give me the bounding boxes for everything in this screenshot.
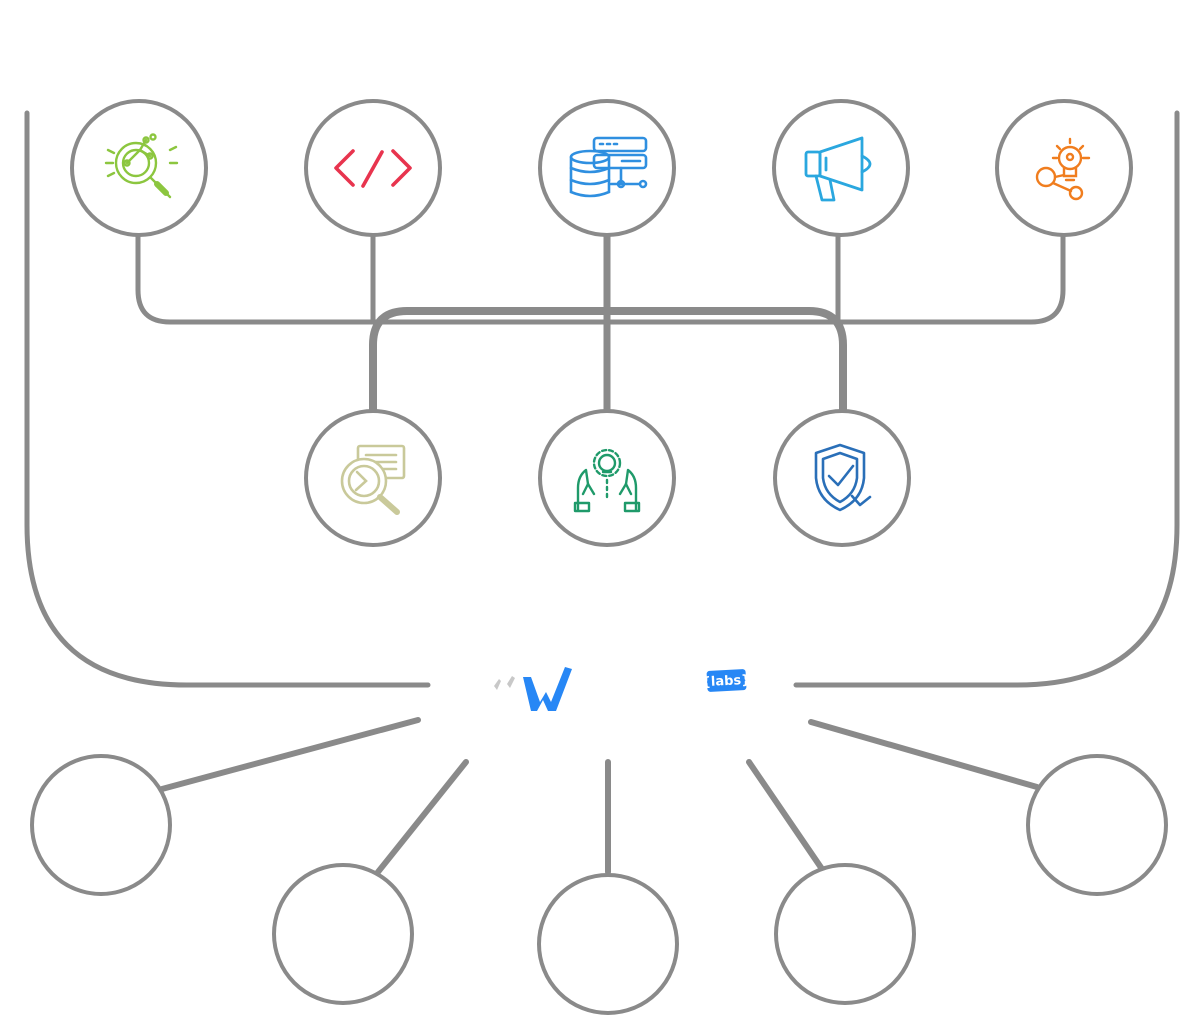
top-nodes	[70, 99, 1133, 237]
analytics-search-icon	[104, 133, 179, 199]
node-idea[interactable]	[995, 99, 1133, 237]
middle-nodes	[304, 409, 911, 547]
node-innovation[interactable]	[538, 409, 676, 547]
node-ring	[772, 99, 910, 237]
node-ring	[538, 409, 676, 547]
node-marketing[interactable]	[772, 99, 910, 237]
labs-logo-text: {labs}	[701, 673, 751, 691]
top-bus	[135, 232, 1066, 325]
w-logo-fragment-2	[507, 676, 515, 688]
node-database[interactable]	[538, 99, 676, 237]
spoke-2	[375, 759, 469, 875]
outer-frame-left	[24, 110, 431, 688]
labs-badge	[706, 669, 747, 692]
spoke-1	[159, 717, 421, 792]
w-logo	[494, 667, 572, 711]
labs-logo: {labs}	[701, 669, 751, 692]
node-process-search[interactable]	[304, 409, 442, 547]
node-code[interactable]	[304, 99, 442, 237]
bottom-node-2[interactable]	[272, 863, 414, 1005]
process-search-icon	[340, 444, 406, 515]
node-ring	[70, 99, 208, 237]
bottom-node-1[interactable]	[30, 754, 172, 896]
bottom-node-3[interactable]	[537, 873, 679, 1015]
spoke-5	[808, 719, 1040, 790]
security-shield-icon	[814, 443, 872, 512]
connectors	[24, 110, 1180, 875]
node-security[interactable]	[773, 409, 911, 547]
innovation-hands-icon	[573, 448, 641, 513]
w-logo-mark	[523, 667, 572, 711]
center-logos: {labs}	[494, 667, 751, 711]
idea-network-icon	[1035, 137, 1091, 201]
bottom-nodes	[30, 754, 1168, 1015]
outer-frame-right	[793, 110, 1180, 688]
database-server-icon	[569, 136, 648, 198]
bottom-node-5[interactable]	[1026, 754, 1168, 896]
bottom-node-4[interactable]	[774, 863, 916, 1005]
megaphone-icon	[804, 136, 872, 202]
w-logo-fragment-1	[494, 679, 501, 690]
spoke-4	[746, 759, 825, 872]
code-brackets-icon	[334, 149, 412, 188]
node-analytics[interactable]	[70, 99, 208, 237]
